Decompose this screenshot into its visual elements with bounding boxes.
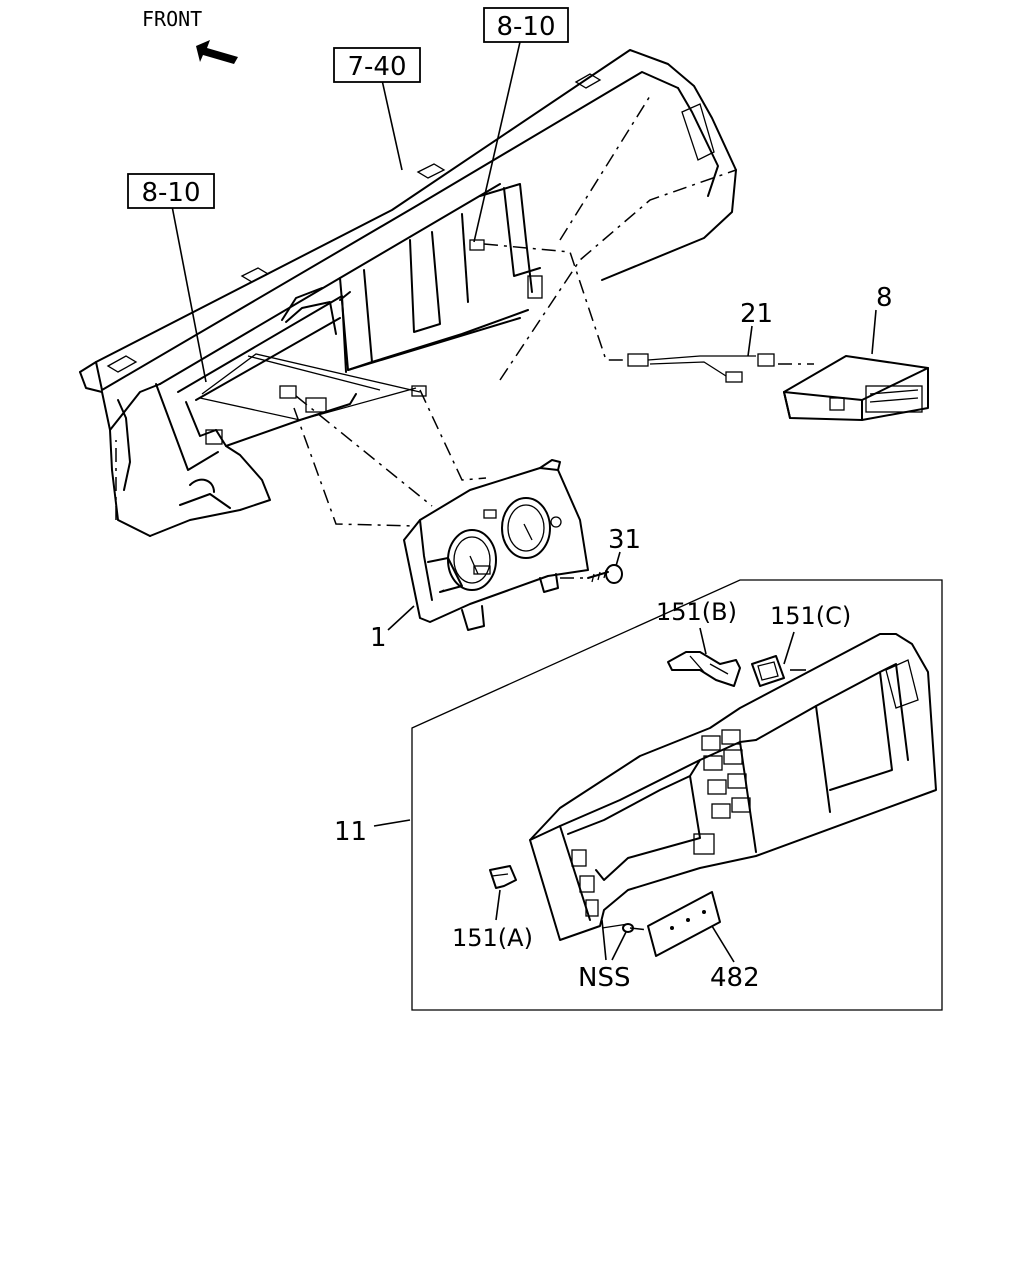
ref-8-10-left-label: 8-10 [141,178,200,208]
dashboard-outline [79,49,737,537]
part-1-cluster [403,459,589,631]
callout-part-nss: NSS [578,963,630,993]
callout-part-482: 482 [710,963,760,993]
leader-lines [171,41,877,963]
callout-part-151-b: 151(B) [656,598,737,626]
callout-part-21: 21 [740,299,773,329]
callout-part-11: 11 [334,817,367,847]
part-151-b-bracket [667,651,741,687]
callout-part-1: 1 [370,623,387,653]
part-151-c-pad [751,655,785,687]
arrow-icon [196,40,238,64]
part-21-cable [627,353,775,383]
wiring-harness [199,353,421,421]
callout-part-151-c: 151(C) [770,602,851,630]
callout-part-151-a: 151(A) [452,924,533,952]
callout-part-8: 8 [876,283,893,313]
front-label: FRONT [142,7,202,31]
ref-8-10-top: 8-10 [483,7,569,43]
part-8-unit [783,355,929,421]
part-151-a-clip [489,865,517,889]
part-482-plate [622,891,721,957]
ref-7-40-label: 7-40 [347,52,406,82]
detail-box [411,579,943,1011]
part-11-bezel [529,633,937,941]
part-31-screw [587,564,623,584]
ref-8-10-top-label: 8-10 [496,12,555,42]
phantom-lines [293,243,814,931]
callout-part-31: 31 [608,525,641,555]
ref-7-40: 7-40 [333,47,421,83]
ref-8-10-left: 8-10 [127,173,215,209]
